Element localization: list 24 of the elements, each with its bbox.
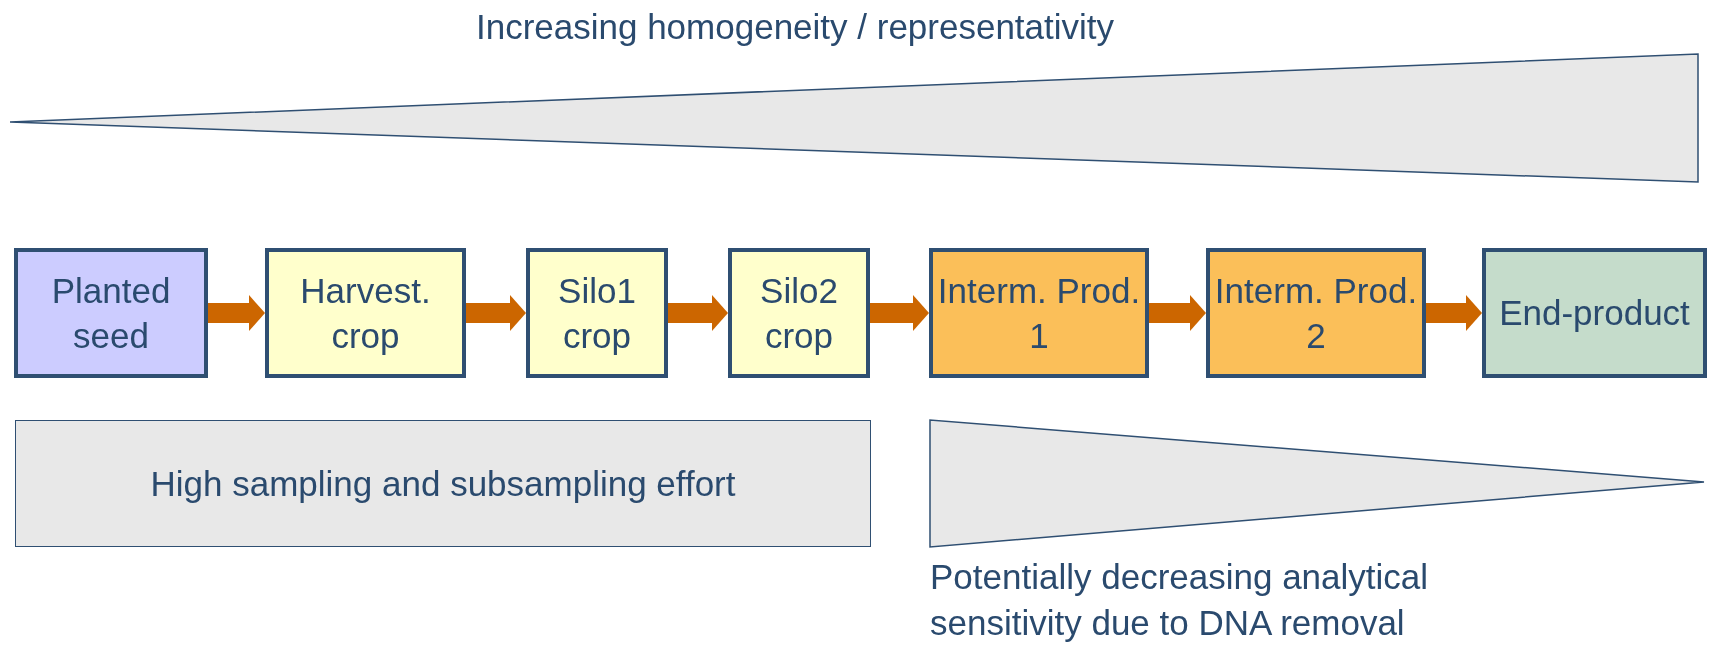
process-box (265, 248, 466, 378)
process-box (526, 248, 668, 378)
process-box (728, 248, 870, 378)
block-arrow (668, 295, 728, 331)
process-box (14, 248, 208, 378)
box-label: End-product (1499, 292, 1690, 335)
block-arrow (466, 295, 526, 331)
process-box (929, 248, 1149, 378)
box-label: High sampling and subsampling effort (150, 462, 736, 505)
wedge-caption: Increasing homogeneity / representativity (475, 7, 1115, 46)
process-box (1206, 248, 1426, 378)
box-label: Harvest. crop (299, 269, 432, 357)
box-label: Interm. Prod. 2 (1213, 269, 1419, 357)
wedge-caption: Potentially decreasing analytical sensitivity due to DNA removal (930, 557, 1429, 642)
box-label: Silo1 crop (557, 269, 637, 357)
block-arrow (1149, 295, 1206, 331)
block-arrow (1426, 295, 1482, 331)
box-label: Silo2 crop (759, 269, 839, 357)
box-label: Interm. Prod. 1 (936, 269, 1142, 357)
effort-panel (15, 420, 871, 547)
process-box (1482, 248, 1707, 378)
block-arrow (870, 295, 929, 331)
block-arrow (208, 295, 265, 331)
box-label: Planted seed (50, 269, 172, 357)
